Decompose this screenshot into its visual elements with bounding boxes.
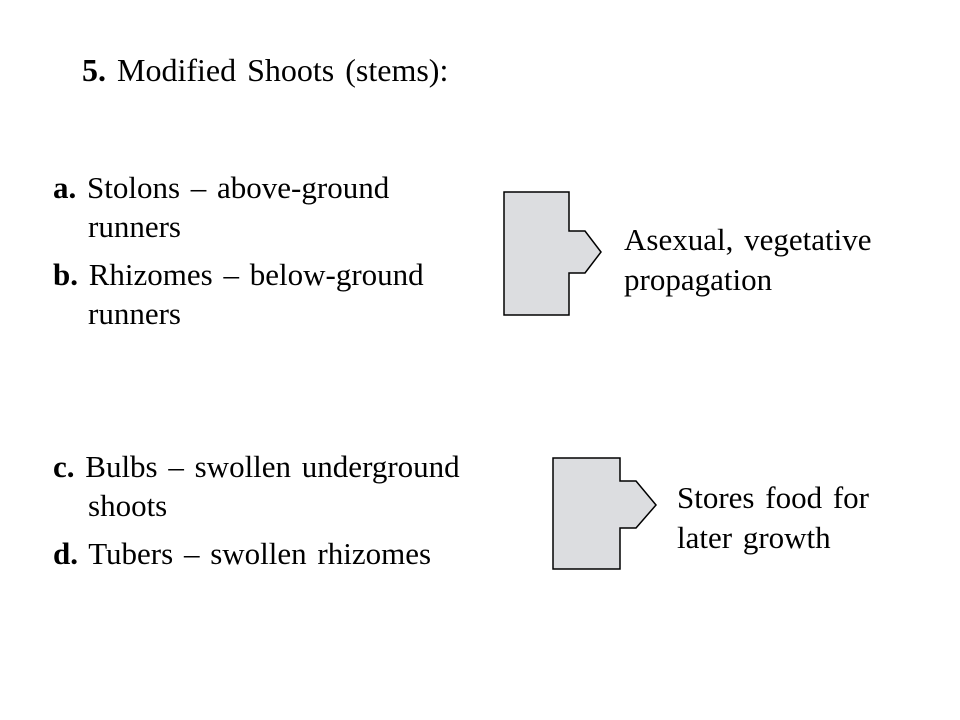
item-letter: d. <box>53 536 78 571</box>
slide-title: 5. Modified Shoots (stems): <box>82 50 448 90</box>
list-item-stolons: a. Stolons – above-ground runners <box>53 168 389 246</box>
item-text: Bulbs – swollen underground <box>85 449 460 484</box>
item-continuation: shoots <box>88 488 168 523</box>
result-line: Asexual, vegetative <box>624 222 872 257</box>
block-arrow-1 <box>503 191 602 316</box>
result-line: later growth <box>677 520 831 555</box>
result-line: propagation <box>624 262 773 297</box>
item-text: Rhizomes – below-ground <box>88 257 424 292</box>
list-item-bulbs: c. Bulbs – swollen underground shoots <box>53 447 460 525</box>
block-arrow-1-shape <box>503 191 602 316</box>
item-text: Stolons – above-ground <box>87 170 390 205</box>
item-letter: b. <box>53 257 78 292</box>
title-text: Modified Shoots (stems): <box>117 52 449 88</box>
item-letter: a. <box>53 170 77 205</box>
item-text: Tubers – swollen rhizomes <box>88 536 432 571</box>
block-arrow-2-shape <box>552 457 657 570</box>
title-number: 5. <box>82 52 106 88</box>
result-stores-food: Stores food for later growth <box>677 478 869 558</box>
item-continuation: runners <box>88 296 181 331</box>
result-line: Stores food for <box>677 480 869 515</box>
block-arrow-2 <box>552 457 657 570</box>
list-item-rhizomes: b. Rhizomes – below-ground runners <box>53 255 424 333</box>
item-letter: c. <box>53 449 75 484</box>
item-continuation: runners <box>88 209 181 244</box>
list-item-tubers: d. Tubers – swollen rhizomes <box>53 534 431 573</box>
result-asexual-propagation: Asexual, vegetative propagation <box>624 220 871 300</box>
